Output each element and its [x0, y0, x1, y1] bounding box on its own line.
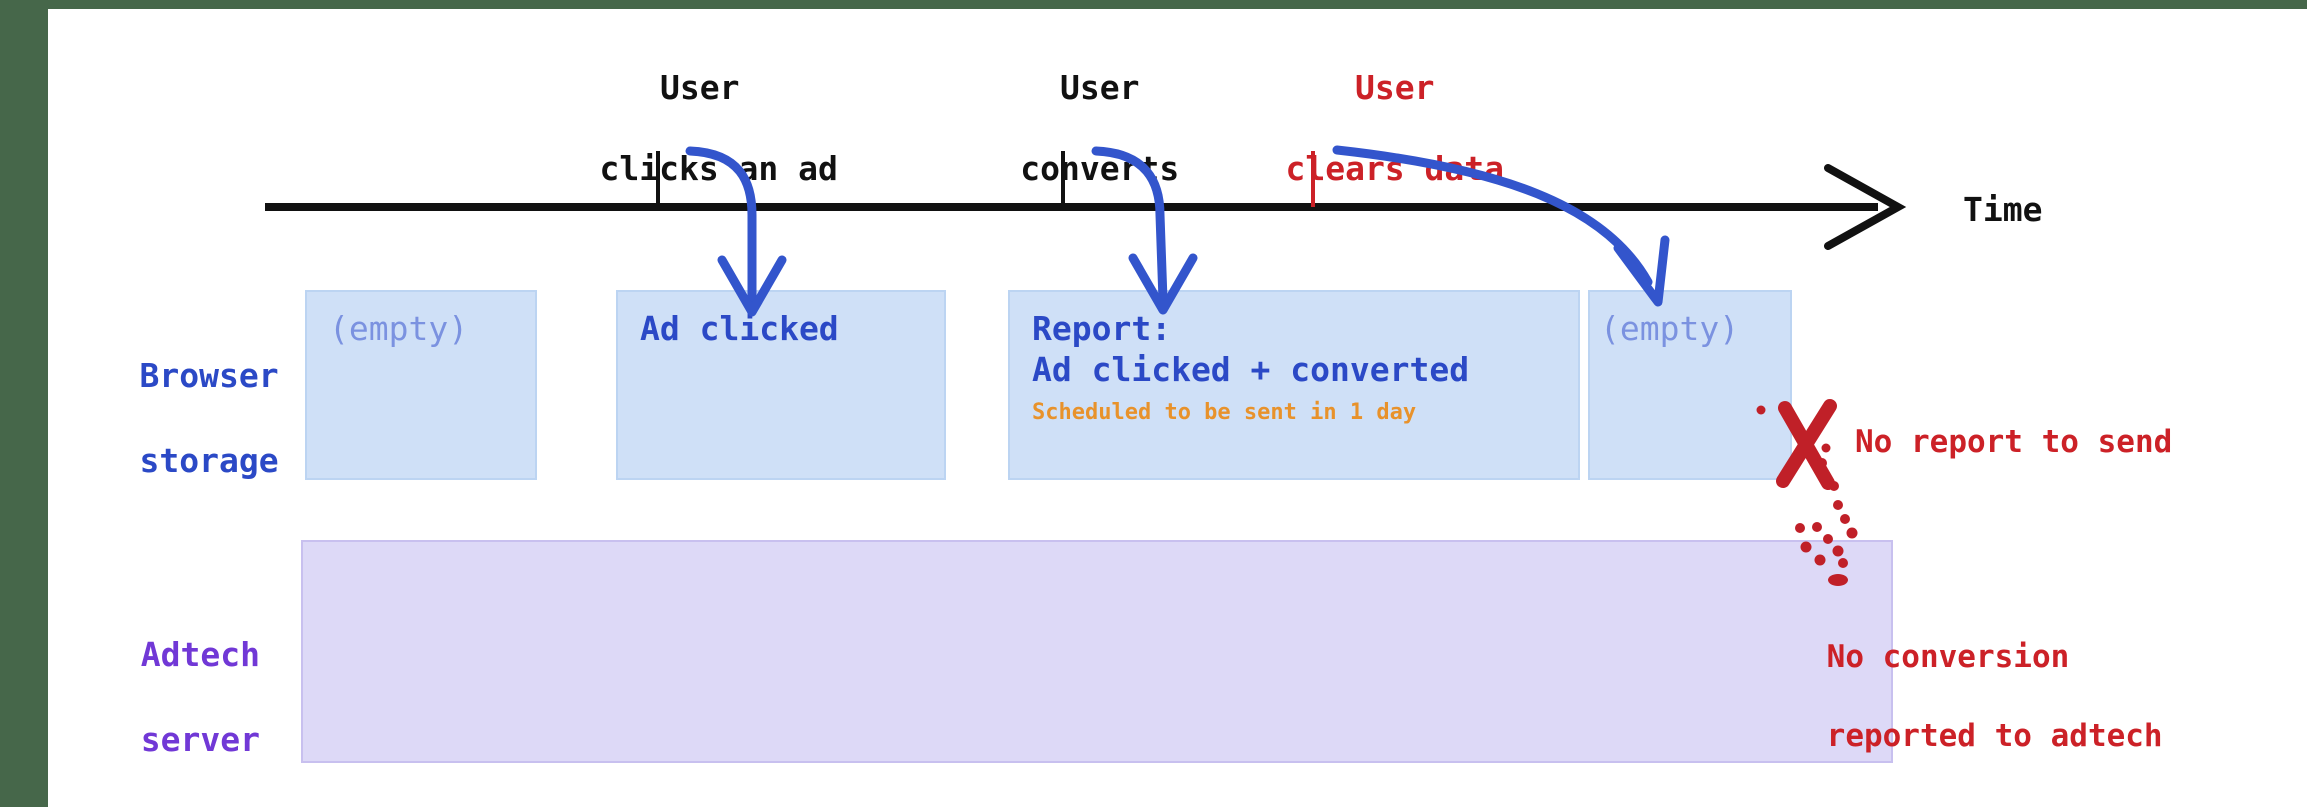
row-label-browser-storage: Browser storage — [60, 313, 278, 524]
page-frame-top-band — [48, 0, 2307, 9]
page-frame-left-band — [0, 0, 48, 807]
event-label-click-line1: User — [660, 68, 740, 108]
event-label-convert-line1: User — [1060, 68, 1140, 108]
storage-box-report-title: Report: — [1032, 309, 1172, 348]
annotation-no-conversion-reported: No conversion reported to adtech — [1752, 598, 2163, 796]
storage-box-cleared: (empty) — [1588, 290, 1792, 480]
row-label-adtech-server-line1: Adtech — [140, 635, 260, 675]
timeline-axis-label: Time — [1963, 190, 2043, 229]
event-label-convert-line2: converts — [1020, 148, 1180, 188]
event-label-convert: User converts — [940, 28, 1180, 229]
event-label-clear-data: User clears data — [1190, 28, 1520, 229]
row-label-adtech-server-line2: server — [140, 719, 260, 759]
event-label-click: User clicks an ad — [520, 28, 837, 229]
event-label-click-line2: clicks an ad — [599, 148, 838, 188]
annotation-no-conversion-reported-line2: reported to adtech — [1826, 718, 2163, 755]
storage-box-report-schedule-note: Scheduled to be sent in 1 day — [1032, 400, 1417, 425]
storage-box-cleared-text: (empty) — [1600, 309, 1740, 348]
storage-box-report-detail: Ad clicked + converted — [1032, 350, 1470, 389]
row-label-browser-storage-line1: Browser — [139, 356, 279, 396]
storage-box-ad-clicked-text: Ad clicked — [640, 309, 839, 348]
event-label-clear-data-line2: clears data — [1285, 148, 1505, 188]
adtech-server-box — [301, 540, 1893, 763]
storage-box-initial-text: (empty) — [329, 309, 469, 348]
row-label-browser-storage-line2: storage — [139, 440, 279, 480]
storage-box-report-scheduled: Report: Ad clicked + converted Scheduled… — [1008, 290, 1580, 480]
storage-box-ad-clicked: Ad clicked — [616, 290, 946, 480]
event-label-clear-data-line1: User — [1355, 68, 1435, 108]
storage-box-initial: (empty) — [305, 290, 537, 480]
annotation-no-conversion-reported-line1: No conversion — [1826, 638, 2070, 675]
row-label-adtech-server: Adtech server — [60, 592, 260, 803]
annotation-no-report-to-send: No report to send — [1855, 424, 2173, 460]
